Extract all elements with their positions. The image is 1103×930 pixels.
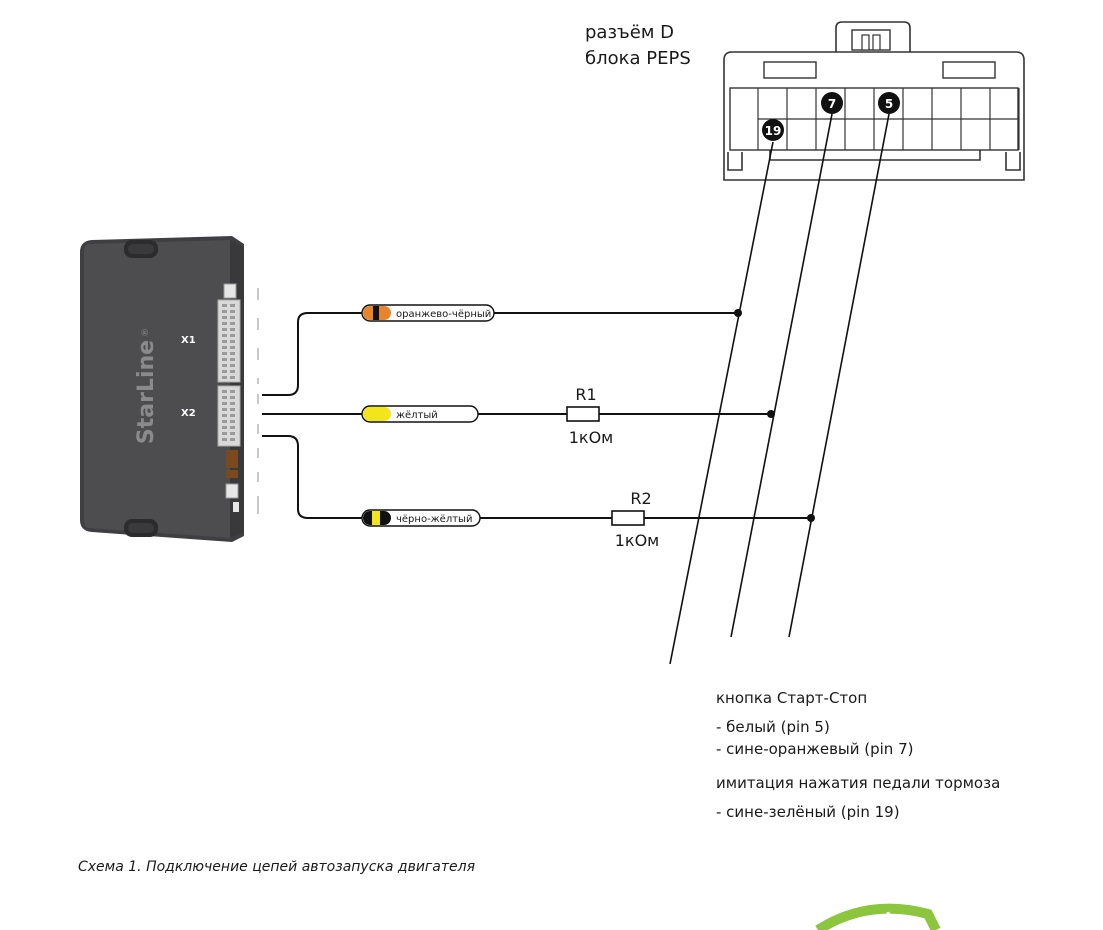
tag-orange-black: оранжево-чёрный: [361, 304, 495, 322]
pin-19-label: 19: [765, 124, 782, 138]
connector-title-line2: блока PEPS: [585, 48, 691, 69]
resistor-r2: R2 1кОм: [611, 489, 660, 550]
resistor-r1: R1 1кОм: [566, 385, 614, 447]
tag-orange-black-label: оранжево-чёрный: [396, 309, 491, 320]
pin-7-marker: 7: [821, 92, 843, 114]
pin-19-marker: 19: [762, 119, 784, 141]
note-start-stop-blue-orange: - сине-оранжевый (pin 7): [716, 740, 914, 758]
wire-pin-5: [788, 113, 890, 638]
decor-green-arc: [815, 903, 941, 930]
connector-title-line1: разъём D: [585, 22, 674, 43]
resistor-r2-value: 1кОм: [615, 531, 660, 550]
pin-5-marker: 5: [878, 92, 900, 114]
starline-module: X1 X2 StarLine ®: [80, 236, 259, 542]
orange-black-wire: [262, 312, 738, 396]
note-brake-blue-green: - сине-зелёный (pin 19): [716, 803, 900, 821]
wire-pin-7: [730, 113, 833, 638]
port-x1-label: X1: [181, 335, 196, 346]
registered-mark: ®: [141, 328, 151, 337]
port-x2-label: X2: [181, 408, 196, 419]
tag-black-yellow-label: чёрно-жёлтый: [396, 514, 472, 525]
black-yellow-wire: [262, 435, 811, 519]
resistor-r1-name: R1: [575, 385, 596, 404]
note-start-stop-white: - белый (pin 5): [716, 718, 830, 736]
wire-pin-19: [669, 141, 774, 665]
peps-connector: разъём D блока PEPS 19 7 5: [585, 21, 1025, 181]
note-brake-title: имитация нажатия педали тормоза: [716, 774, 1001, 792]
pin-5-label: 5: [885, 97, 893, 111]
figure-caption: Схема 1. Подключение цепей автозапуска д…: [78, 859, 475, 875]
starline-logo: StarLine: [134, 340, 159, 444]
tag-black-yellow: чёрно-жёлтый: [361, 509, 481, 527]
note-start-stop-title: кнопка Старт-Стоп: [716, 689, 868, 707]
tag-yellow-label: жёлтый: [396, 410, 438, 421]
tag-yellow: жёлтый: [361, 405, 479, 423]
resistor-r2-name: R2: [630, 489, 651, 508]
junction-yellow: [767, 410, 775, 418]
junction-orange-black: [734, 309, 742, 317]
resistor-r1-value: 1кОм: [569, 428, 614, 447]
junction-black-yellow: [807, 514, 815, 522]
module-connector-pins: [222, 304, 235, 441]
pin-7-label: 7: [828, 97, 836, 111]
